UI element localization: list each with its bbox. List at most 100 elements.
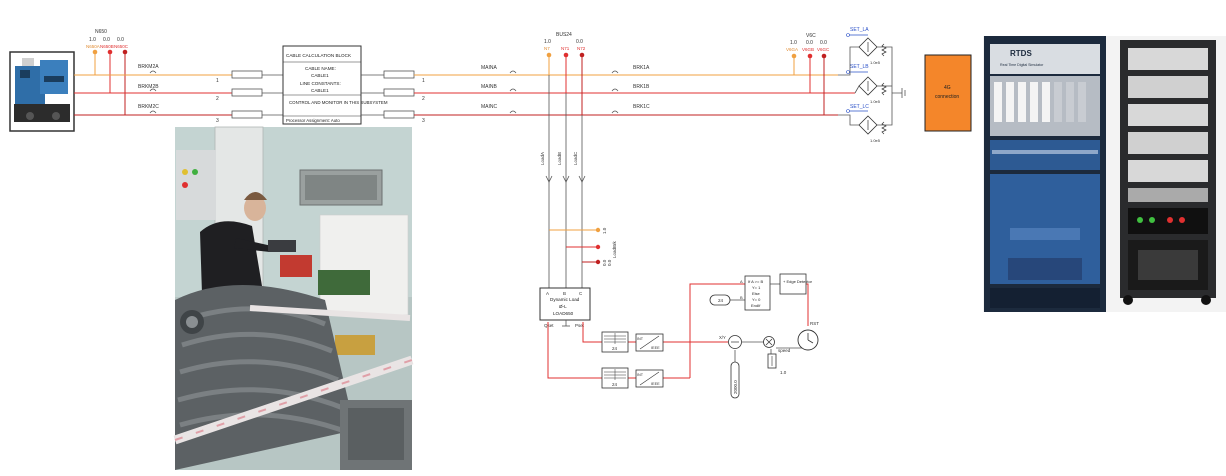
load-label-a: LoadA: [540, 152, 545, 165]
rst-label: RST: [810, 321, 819, 326]
4g-connection-box: [924, 54, 972, 132]
control-monitor-label: CONTROL AND MONITOR IN THIS SUBSYSTEM: [289, 100, 388, 105]
line-number-3-right: 3: [422, 118, 425, 124]
resistor-label-b: 1.0e5: [870, 99, 881, 104]
main-label-b: MAINB: [481, 84, 498, 90]
processor-assignment-label: Processor Assignment: Auto: [286, 118, 340, 123]
4g-label: 4G: [944, 85, 951, 91]
dynamic-load-terminal-a: A: [546, 291, 549, 296]
rst-clock: [797, 329, 819, 351]
main-label-a: MAINA: [481, 65, 498, 71]
divider-node: [728, 335, 742, 349]
constant-2000-block: [730, 361, 740, 399]
cable-name-label: CABLE NAME:: [305, 66, 336, 71]
lab-photo: [173, 126, 414, 470]
control-monitor-text: CONTROL AND MONITOR IN THIS SUBSYSTEM: [289, 100, 388, 105]
mux-top-value: 24: [612, 346, 618, 351]
set-label-c: SET_LC: [850, 104, 869, 110]
compare-line-2: Y= 1: [752, 285, 761, 290]
line-number-1-left: 1: [216, 78, 219, 84]
constant-2000-value: 2000.0: [733, 380, 738, 394]
breaker-label-brkm2b: BRKM2B: [138, 84, 159, 90]
dynamic-load-block: [539, 287, 591, 321]
breaker-label-brkm2a: BRKM2A: [138, 64, 159, 70]
constant-24-value: 24: [718, 298, 724, 303]
breaker-label-brk1a: BRK1A: [633, 65, 650, 71]
line-number-3-left: 3: [216, 118, 219, 124]
int-label-top: INT: [637, 337, 644, 341]
source-label-a: V6GA: [786, 47, 798, 52]
bus-level-2: 0.0: [576, 39, 583, 45]
generator-breaker-nodes: [92, 49, 128, 115]
load-level-2: 0.0: [602, 259, 607, 266]
cable-name-value: CABLE1: [311, 73, 329, 78]
source-level-b: 0.0: [806, 40, 813, 46]
rtds-rack-photo: [983, 36, 1226, 312]
generator-label-b: N650B: [100, 44, 114, 49]
line-number-2-right: 2: [422, 96, 425, 102]
mux-block-top: [601, 331, 629, 353]
ieee-label-bottom: IEEE: [651, 382, 660, 386]
dynamic-load-terminal-c: C: [579, 291, 583, 296]
speed-value: 1.0: [780, 370, 787, 375]
cable-calculation-block: [282, 45, 362, 125]
int-ieee-block-top: [635, 333, 664, 352]
speed-slider: [767, 353, 777, 369]
dynamic-load-terminal-b: B: [563, 291, 566, 296]
generator-breaker-header: N650: [95, 29, 107, 35]
resistor-label-c: 1.0e5: [870, 138, 881, 143]
xy-label: X/Y: [719, 335, 726, 340]
dynamic-load-name: LOAD650: [553, 311, 574, 316]
source-level-a: 1.0: [790, 40, 797, 46]
generator-label-c: N650C: [114, 44, 129, 49]
multiplier-node: [763, 336, 775, 348]
dynamic-load-output-pset: Pset: [575, 323, 585, 328]
bus-name: BUS24: [556, 32, 572, 38]
load-breaker-label: LoadBrk: [612, 240, 617, 258]
line-number-1-right: 1: [422, 78, 425, 84]
source-nodes: [791, 53, 827, 115]
set-label-b: SET_LB: [850, 64, 869, 70]
ieee-label-top: IEEE: [651, 346, 660, 350]
load-branch-wires: [545, 75, 601, 288]
breaker-label-brk1b: BRK1B: [633, 84, 650, 90]
bus-label-n71: N71: [561, 46, 570, 51]
breaker-label-brk1c: BRK1C: [633, 104, 650, 110]
edge-detector-block: [779, 273, 807, 295]
line-constants-value: CABLE1: [311, 88, 329, 93]
controlled-sources: [838, 33, 906, 135]
rtds-brand-label: RTDS: [1010, 49, 1032, 58]
resistor-label-a: 1.0e5: [870, 60, 881, 65]
source-label-b: V6GB: [802, 47, 814, 52]
compare-line-4: Y= 0: [752, 297, 761, 302]
bus-nodes: [546, 52, 585, 115]
compare-pin-a: A: [740, 279, 743, 284]
source-header: V6C: [806, 33, 816, 39]
compare-line-3: Else: [752, 291, 761, 296]
mux-block-bottom: [601, 367, 629, 389]
bus-level-1: 1.0: [544, 39, 551, 45]
generator-level-b: 0.0: [103, 37, 110, 43]
generator-label-a: N650A: [86, 44, 100, 49]
generator-level-c: 0.0: [117, 37, 124, 43]
load-level-1: 1.0: [602, 227, 607, 234]
line-constants-label: LINE CONSTANTS:: [300, 81, 341, 86]
rtds-subtitle-label: Real Time Digital Simulator: [1000, 63, 1044, 67]
phase-lines-middle: [361, 70, 855, 119]
compare-pin-b: B: [740, 295, 743, 300]
source-label-c: V6GC: [817, 47, 830, 52]
mux-bottom-value: 24: [612, 382, 618, 387]
load-level-3: 0.0: [607, 259, 612, 266]
constant-24-block: [709, 294, 731, 306]
breaker-label-brkm2c: BRKM2C: [138, 104, 159, 110]
cable-block-title: CABLE CALCULATION BLOCK: [286, 53, 352, 58]
generator-photo: [9, 51, 75, 132]
bus-label-n72: N72: [577, 46, 586, 51]
compare-line-1: If A >= B: [748, 279, 763, 284]
load-label-b: LoadB: [557, 152, 562, 165]
bus-label-n7: N7: [544, 46, 550, 51]
set-label-a: SET_LA: [850, 27, 869, 33]
dynamic-load-symbol: Ø-L: [559, 304, 567, 309]
main-label-c: MAINC: [481, 104, 498, 110]
